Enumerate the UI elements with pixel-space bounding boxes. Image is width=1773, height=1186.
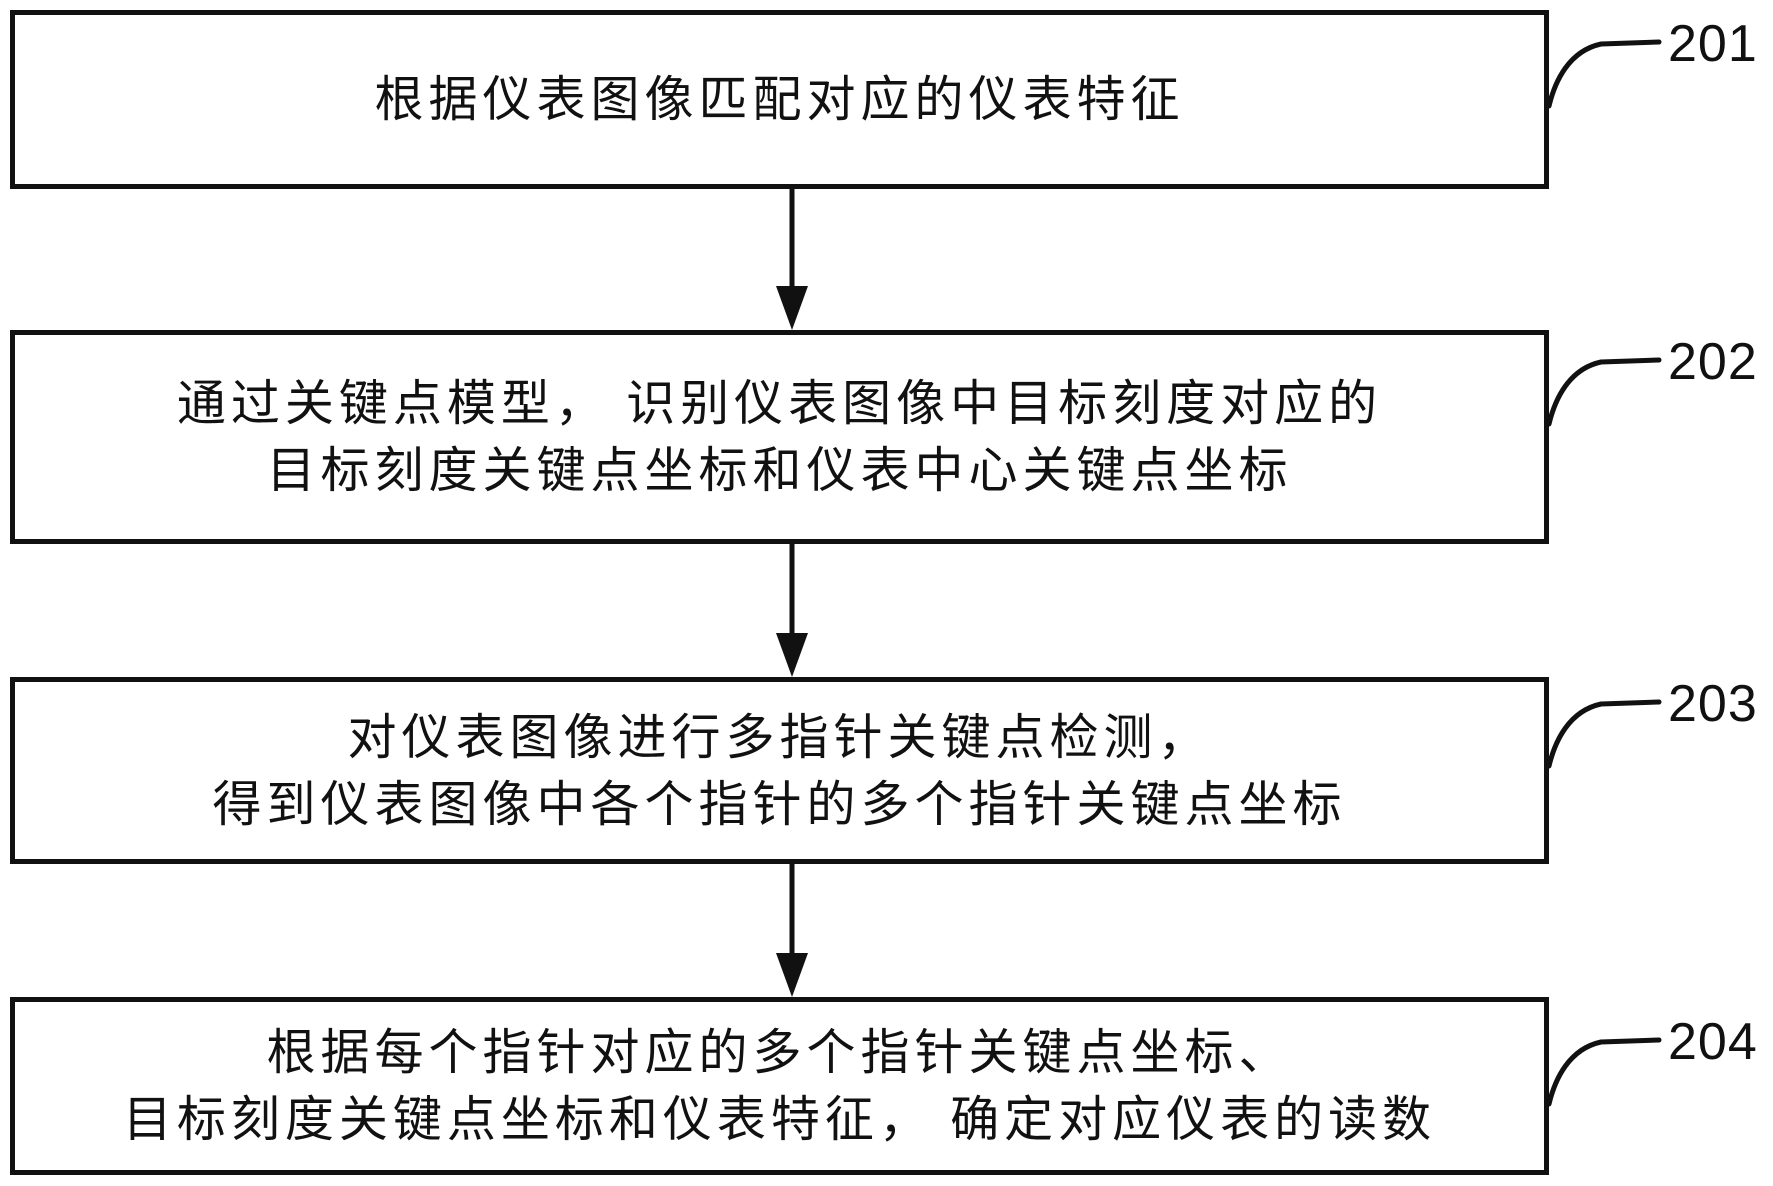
down-arrow-3 — [776, 862, 808, 997]
ref-connector-203 — [1546, 699, 1662, 769]
step-box-201: 根据仪表图像匹配对应的仪表特征 — [10, 10, 1549, 189]
step-202-text-line2: 目标刻度关键点坐标和仪表中心关键点坐标 — [266, 443, 1293, 498]
step-204-text-line1: 根据每个指针对应的多个指针关键点坐标、 — [266, 1025, 1293, 1080]
down-arrow-1 — [776, 187, 808, 330]
step-203-text-line1: 对仪表图像进行多指针关键点检测， — [347, 709, 1212, 765]
step-box-203: 对仪表图像进行多指针关键点检测， 得到仪表图像中各个指针的多个指针关键点坐标 — [10, 677, 1549, 864]
step-box-204: 根据每个指针对应的多个指针关键点坐标、 目标刻度关键点坐标和仪表特征， 确定对应… — [10, 997, 1549, 1175]
ref-connector-202 — [1546, 357, 1662, 427]
ref-connector-204 — [1546, 1037, 1662, 1107]
step-202-text-line1: 通过关键点模型， 识别仪表图像中目标刻度对应的 — [176, 376, 1383, 431]
ref-label-202: 202 — [1668, 333, 1758, 391]
ref-label-204: 204 — [1668, 1013, 1758, 1071]
ref-label-201: 201 — [1668, 15, 1758, 73]
step-201-text: 根据仪表图像匹配对应的仪表特征 — [374, 72, 1185, 127]
step-203-text-line2: 得到仪表图像中各个指针的多个指针关键点坐标 — [212, 776, 1347, 832]
step-box-202: 通过关键点模型， 识别仪表图像中目标刻度对应的 目标刻度关键点坐标和仪表中心关键… — [10, 330, 1549, 544]
ref-label-203: 203 — [1668, 675, 1758, 733]
ref-connector-201 — [1546, 39, 1662, 109]
step-204-text-line2: 目标刻度关键点坐标和仪表特征， 确定对应仪表的读数 — [122, 1092, 1437, 1147]
down-arrow-2 — [776, 542, 808, 677]
